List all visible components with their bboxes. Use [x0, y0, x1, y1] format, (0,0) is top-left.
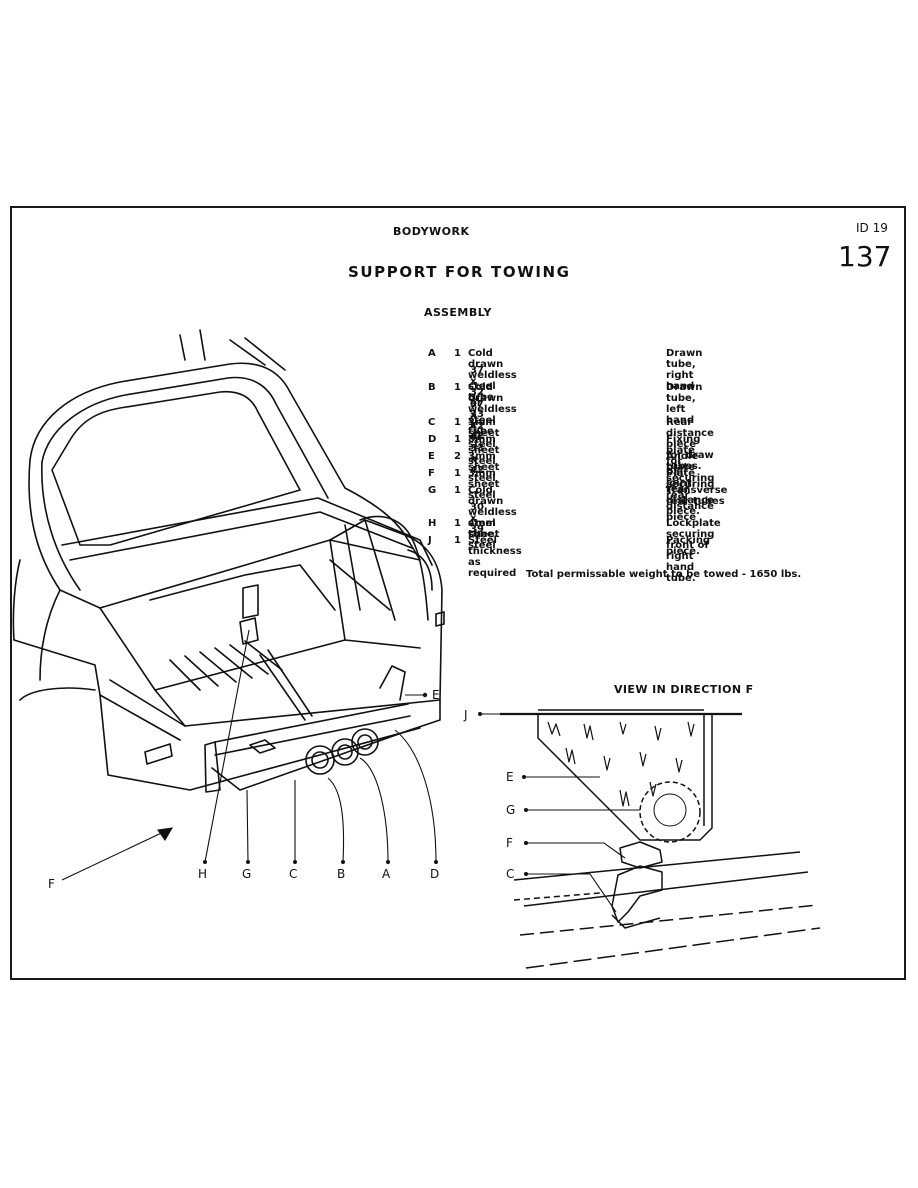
part-description: Transverse rear tubes: [666, 485, 728, 507]
callout-label-f-direction: F: [48, 877, 55, 891]
callout-dot: [524, 841, 528, 845]
page-frame: [10, 206, 906, 980]
part-letter: J: [428, 535, 432, 546]
callout-label-a: A: [382, 867, 391, 881]
callout-label-c: C: [289, 867, 297, 881]
part-material-size: 37 x 42 or 33 x 42: [470, 399, 484, 476]
part-description: Drawn tube, left hand: [666, 382, 703, 426]
callout-label-e: E: [432, 688, 440, 702]
part-quantity: 1: [454, 535, 461, 546]
view-callout-label-c: C: [506, 867, 514, 881]
part-description: Drawn tube, right hand: [666, 348, 703, 392]
part-material-size: 37 x 32 or 33 x 42: [470, 365, 484, 442]
part-material: 3mm sheet steel: [468, 468, 500, 501]
page-number: 137: [838, 240, 892, 273]
part-quantity: 1: [454, 485, 461, 496]
part-quantity: 1: [454, 468, 461, 479]
part-letter: F: [428, 468, 435, 479]
callout-dot: [524, 872, 528, 876]
callout-dot: [434, 860, 438, 864]
view-callout-label-e: E: [506, 770, 514, 784]
callout-dot: [524, 808, 528, 812]
callout-dot: [522, 775, 526, 779]
part-material: 4mm sheet steel: [468, 518, 500, 551]
callout-dot: [293, 860, 297, 864]
callout-label-h: H: [198, 867, 207, 881]
main-callout-lines: [61, 629, 437, 881]
callout-label-g: G: [242, 867, 251, 881]
callout-dot: [422, 692, 428, 698]
view-callout-label-f: F: [506, 836, 513, 850]
part-quantity: 1: [454, 348, 461, 359]
view-callout-label-g: G: [506, 803, 515, 817]
callout-label-b: B: [337, 867, 345, 881]
view-f-detail: [500, 709, 821, 969]
part-description: Andle plate securing rear distance piece…: [666, 451, 715, 517]
part-letter: H: [428, 518, 437, 529]
page-title: SUPPORT FOR TOWING: [348, 263, 571, 281]
part-material: Cold drawn weldless steel tube: [468, 485, 517, 540]
part-material-size: 30 x 39: [470, 502, 484, 535]
part-quantity: 2: [454, 451, 461, 462]
car-rear-illustration: [12, 329, 445, 793]
part-quantity: 1: [454, 518, 461, 529]
part-material: Cold drawn weldless steel tube: [468, 348, 517, 403]
part-material: Cold drawn weldless steel tube: [468, 382, 517, 437]
part-letter: A: [428, 348, 436, 359]
part-quantity: 1: [454, 434, 461, 445]
part-description: Fixing plate for ball joint.: [666, 434, 701, 489]
part-letter: C: [428, 417, 436, 428]
part-description: Lockplate securing front of right hand t…: [666, 518, 721, 584]
part-quantity: 1: [454, 417, 461, 428]
part-description: Packing piece.: [666, 535, 711, 557]
assembly-subtitle: ASSEMBLY: [424, 306, 492, 319]
part-material: 3mm sheet steel: [468, 451, 500, 484]
part-letter: E: [428, 451, 435, 462]
part-quantity: 1: [454, 382, 461, 393]
part-letter: G: [428, 485, 437, 496]
towing-weight-note: Total permissable weight to be towed - 1…: [526, 569, 802, 580]
part-letter: D: [428, 434, 437, 445]
part-material: Steel thickness as required: [468, 535, 522, 579]
callout-dot: [341, 860, 345, 864]
part-material: 8mm sheet steel: [468, 434, 500, 467]
callout-label-d: D: [430, 867, 439, 881]
view-callout-label-j: J: [463, 708, 468, 722]
part-description: Rear distance piece for draw tubes.: [666, 417, 714, 472]
callout-dot: [478, 712, 482, 716]
part-material: 3mm sheet steel: [468, 417, 500, 450]
callout-dot: [203, 860, 207, 864]
view-callout-lines: [480, 713, 640, 913]
section-heading: BODYWORK: [393, 225, 470, 238]
callout-dot: [246, 860, 250, 864]
model-code: ID 19: [856, 221, 888, 235]
part-description: Plate securing rear distance piece: [666, 468, 715, 523]
callout-dot: [386, 860, 390, 864]
part-letter: B: [428, 382, 436, 393]
view-direction-label: VIEW IN DIRECTION F: [614, 683, 754, 696]
